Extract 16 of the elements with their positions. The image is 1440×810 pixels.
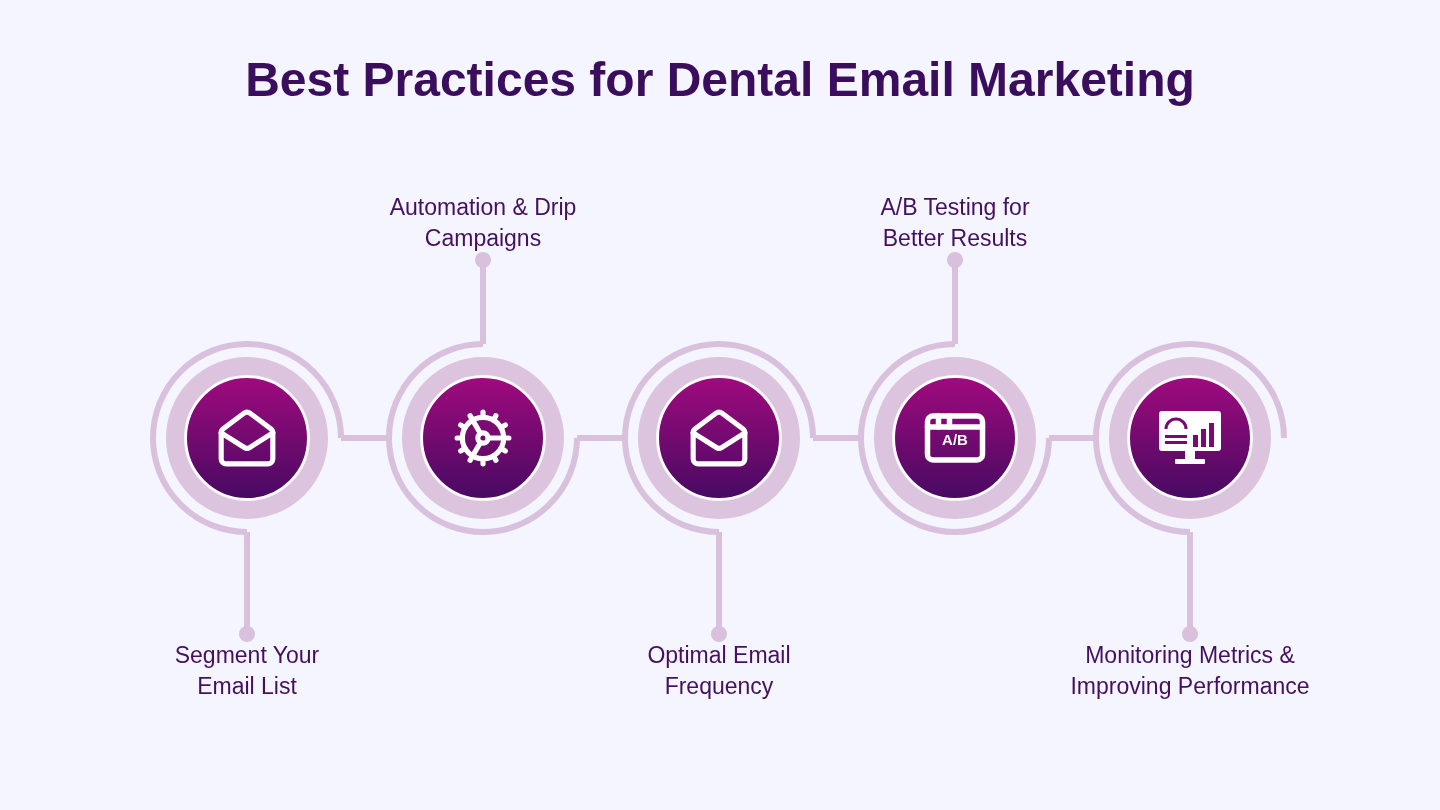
leader-line bbox=[711, 532, 727, 642]
step-label: Segment Your Email List bbox=[173, 641, 321, 701]
leader-line bbox=[947, 252, 963, 344]
title: Best Practices for Dental Email Marketing bbox=[244, 52, 1196, 108]
leader-line bbox=[475, 252, 491, 344]
step-label: Optimal Email Frequency bbox=[646, 641, 792, 701]
connector-line bbox=[813, 435, 861, 441]
connector-line bbox=[341, 435, 389, 441]
leader-line bbox=[1182, 532, 1198, 642]
ab-text: A/B bbox=[942, 432, 968, 447]
leader-line bbox=[239, 532, 255, 642]
connector-line bbox=[1049, 435, 1096, 441]
step-label: Monitoring Metrics & Improving Performance bbox=[1069, 641, 1311, 701]
connector-line bbox=[577, 435, 625, 441]
step-label: Automation & Drip Campaigns bbox=[388, 193, 578, 253]
step-label: A/B Testing for Better Results bbox=[879, 193, 1031, 253]
